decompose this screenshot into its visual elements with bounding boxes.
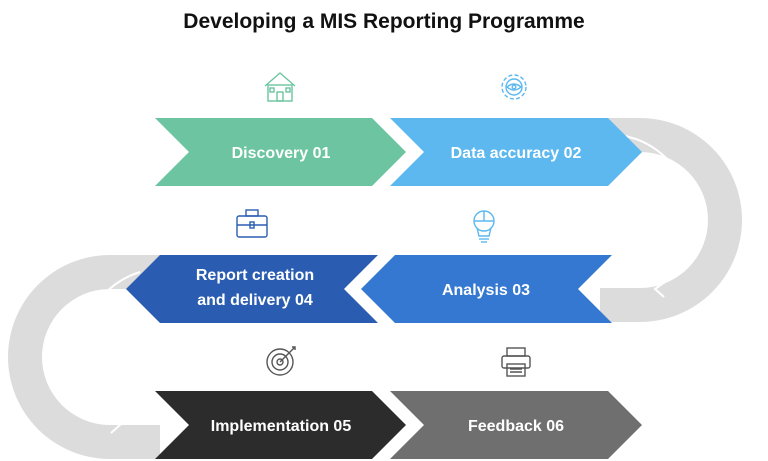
- step-discovery-label: Discovery 01: [232, 145, 331, 162]
- step-report-label-line2: and delivery 04: [197, 292, 313, 309]
- step-implementation-chevron: [155, 391, 406, 459]
- step-analysis-chevron: [361, 255, 612, 323]
- target-icon: [266, 346, 296, 376]
- gear-eye-icon: [501, 74, 527, 100]
- step-feedback-chevron: [390, 391, 642, 459]
- lightbulb-puzzle-icon: [473, 210, 495, 243]
- diagram-title: Developing a MIS Reporting Programme: [183, 10, 585, 33]
- step-analysis-label: Analysis 03: [442, 282, 530, 299]
- step-report-label-line1: Report creation: [196, 267, 314, 284]
- step-feedback-label: Feedback 06: [468, 418, 564, 435]
- briefcase-icon: [236, 209, 268, 238]
- flow-arrow-right: [619, 134, 693, 290]
- house-icon: [264, 72, 296, 102]
- step-discovery-chevron: [155, 118, 406, 186]
- flow-arrowhead-right: [653, 281, 666, 298]
- step-data-accuracy-chevron: [390, 118, 642, 186]
- step-implementation-label: Implementation 05: [211, 418, 352, 435]
- step-data-accuracy-label: Data accuracy 02: [451, 145, 582, 162]
- flow-arrowhead-left: [109, 417, 122, 434]
- step-report-chevron: [126, 255, 378, 323]
- flow-arrow-left: [79, 271, 141, 426]
- printer-icon: [501, 347, 531, 377]
- connector-curve-left: [8, 255, 160, 459]
- connector-curve-right: [600, 118, 742, 322]
